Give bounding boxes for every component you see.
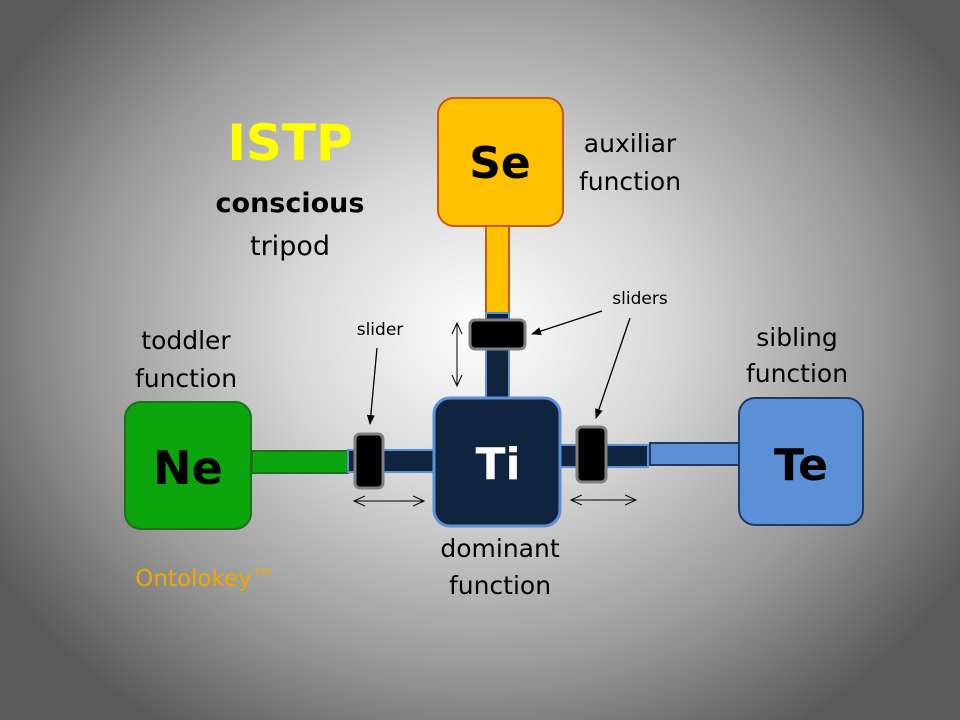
top-slider xyxy=(468,318,527,351)
dominant-label-1: dominant xyxy=(440,534,559,563)
right-slider xyxy=(575,425,608,484)
slider-annotation: slider xyxy=(357,320,404,340)
toddler-label-2: function xyxy=(135,364,237,393)
left-slider xyxy=(353,432,385,490)
auxiliar-code: Se xyxy=(469,138,531,189)
auxiliar-box: Se xyxy=(437,97,564,227)
toddler-code: Ne xyxy=(153,441,223,495)
slider-pointer-arrow xyxy=(366,347,378,425)
type-title: ISTP xyxy=(227,114,352,172)
brand-text: Ontolokey™ xyxy=(135,566,275,592)
toddler-box: Ne xyxy=(124,401,252,530)
sliders-pointer-arrow-top xyxy=(531,310,603,335)
auxiliar-connector xyxy=(485,225,510,315)
sliders-annotation: sliders xyxy=(612,289,668,309)
dominant-box: Ti xyxy=(432,396,562,528)
dominant-code: Ti xyxy=(475,439,520,490)
sibling-label-1: sibling xyxy=(756,323,837,352)
subtitle-line2: tripod xyxy=(250,231,330,262)
auxiliar-label-1: auxiliar xyxy=(584,129,677,158)
toddler-connector xyxy=(251,450,349,474)
sibling-connector xyxy=(649,442,741,466)
dominant-label-2: function xyxy=(449,571,551,600)
subtitle-line1: conscious xyxy=(216,188,365,219)
toddler-label-1: toddler xyxy=(141,326,231,355)
sliders-pointer-arrow-right xyxy=(595,317,631,419)
sibling-box: Te xyxy=(738,397,864,526)
sibling-label-2: function xyxy=(746,359,848,388)
sibling-code: Te xyxy=(774,440,828,491)
auxiliar-label-2: function xyxy=(579,167,681,196)
